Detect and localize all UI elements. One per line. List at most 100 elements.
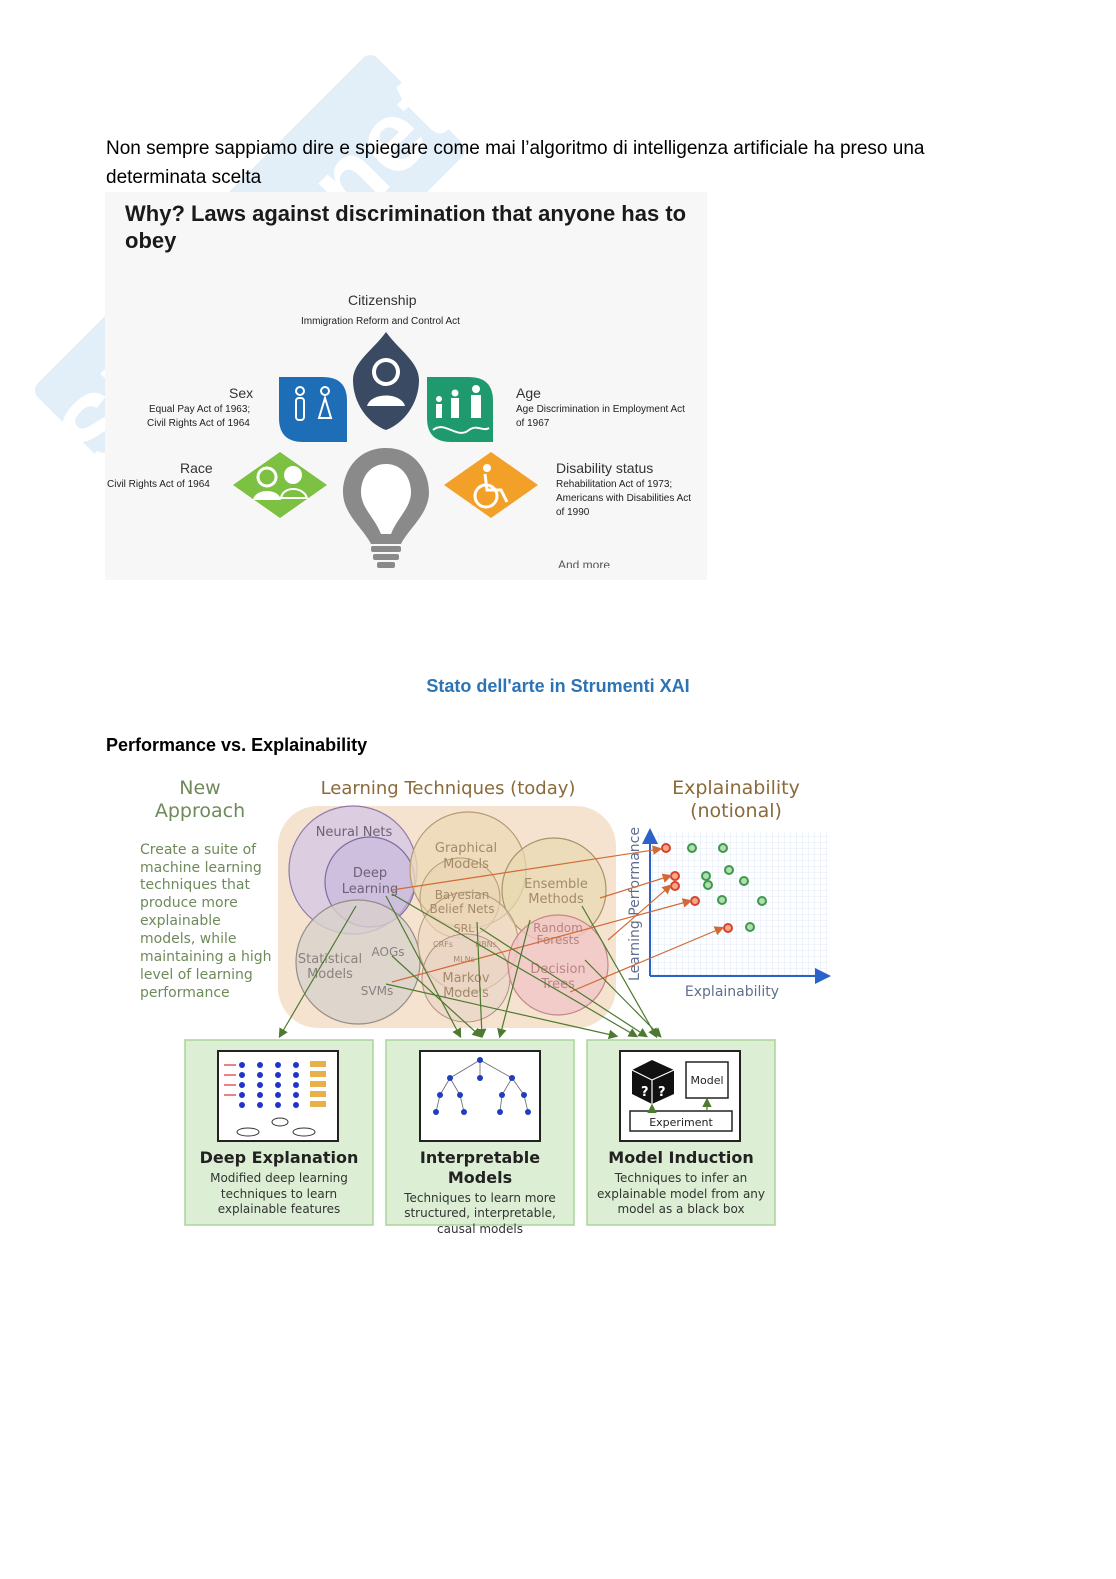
concept-nodes — [236, 1117, 316, 1137]
new-approach-line: explainable — [140, 913, 221, 929]
race-law: Civil Rights Act of 1964 — [107, 479, 210, 490]
output-bars — [310, 1061, 326, 1107]
crfs-label: CRFs — [433, 940, 453, 949]
deep-learning-label: Deep — [353, 866, 387, 881]
model-induction-line: explainable model from any — [597, 1187, 765, 1201]
explainability-title-1: Explainability — [672, 777, 800, 799]
decision-trees-label: Trees — [540, 977, 575, 992]
sex-icon — [279, 377, 347, 442]
sex-label: Sex — [229, 385, 254, 401]
deep-explanation-title: Deep Explanation — [200, 1148, 359, 1167]
deep-explanation-line: techniques to learn — [221, 1187, 337, 1201]
markov-models-label: Models — [443, 986, 489, 1001]
intro-paragraph: Non sempre sappiamo dire e spiegare come… — [106, 138, 925, 188]
learning-techniques-title: Learning Techniques (today) — [321, 778, 576, 799]
race-label: Race — [180, 460, 213, 476]
srl-label: SRL — [454, 922, 476, 935]
age-label: Age — [516, 385, 541, 401]
random-forests-label: Random — [533, 921, 583, 935]
chart-point-orange — [661, 843, 671, 853]
venn-to-box-arrows — [278, 893, 662, 1040]
statistical-models-label: Statistical — [298, 952, 362, 967]
decision-trees-circle — [507, 914, 609, 1016]
experiment-node — [629, 1110, 733, 1132]
interpretable-models-title: Models — [448, 1168, 512, 1187]
bayesian-belief-nets-label: Bayesian — [435, 888, 490, 902]
section-title: Stato dell'arte in Strumenti XAI — [426, 676, 690, 696]
experiment-node-label: Experiment — [649, 1116, 713, 1129]
venn-to-chart-arrows — [391, 845, 725, 993]
ensemble-methods-label: Ensemble — [524, 877, 588, 892]
svg-text:?: ? — [641, 1085, 649, 1100]
disability-icon — [444, 452, 538, 518]
ensemble-methods-label: Methods — [528, 892, 584, 907]
new-approach-line: produce more — [140, 895, 238, 911]
law-icons — [233, 332, 538, 568]
chart-point-green — [703, 880, 713, 890]
race-icon — [233, 452, 327, 518]
aogs-label: AOGs — [372, 945, 405, 959]
age-law-2: of 1967 — [516, 418, 550, 429]
y-axis-label: Learning Performance — [627, 827, 643, 981]
input-arrows — [224, 1064, 236, 1096]
new-approach-line: level of learning — [140, 967, 253, 983]
neural-network-icon — [239, 1062, 299, 1108]
new-approach-line: Create a suite of — [140, 842, 257, 858]
decision-trees-label: Decision — [530, 962, 585, 977]
graphical-models-label: Models — [443, 857, 489, 872]
new-approach-line: models, while — [140, 931, 237, 947]
random-forests-label: Forests — [536, 933, 579, 947]
age-icon — [427, 377, 493, 442]
performance-explainability-figure: New Approach Create a suite of machine l… — [140, 777, 831, 1235]
statistical-models-label: Models — [307, 967, 353, 982]
lightbulb-icon — [343, 448, 429, 568]
interpretable-models-line: causal models — [437, 1222, 523, 1235]
black-box-icon: ? ? — [631, 1060, 675, 1104]
chart-point-orange — [670, 881, 680, 891]
new-approach-line: techniques that — [140, 877, 250, 893]
bayesian-belief-nets-label: Belief Nets — [429, 902, 494, 916]
chart-point-green — [717, 895, 727, 905]
disability-law-1: Rehabilitation Act of 1973; — [556, 479, 673, 490]
interpretable-models-line: structured, interpretable, — [404, 1206, 556, 1220]
model-induction-title: Model Induction — [608, 1148, 753, 1167]
model-induction-line: model as a black box — [617, 1202, 744, 1216]
induction-arrows — [647, 1097, 712, 1114]
chart-point-orange — [723, 923, 733, 933]
chart-point-green — [687, 843, 697, 853]
deep-learning-label: Learning — [342, 882, 398, 897]
chart-point-green — [718, 843, 728, 853]
interpretable-models-title: Interpretable — [420, 1148, 540, 1167]
new-approach-line: performance — [140, 985, 230, 1001]
chart-point-orange — [690, 896, 700, 906]
chart-point-green — [745, 922, 755, 932]
tree-nodes — [433, 1057, 531, 1115]
chart-point-green — [739, 876, 749, 886]
age-law-1: Age Discrimination in Employment Act — [516, 404, 685, 415]
chart-point-orange — [670, 871, 680, 881]
interpretable-models-line: Techniques to learn more — [403, 1191, 556, 1205]
new-approach-line: maintaining a high — [140, 949, 271, 965]
graphical-models-label: Graphical — [435, 841, 497, 856]
hbns-label: HBNs — [475, 940, 497, 949]
chart-point-green — [757, 896, 767, 906]
model-node — [685, 1061, 729, 1099]
sex-law-2: Civil Rights Act of 1964 — [147, 418, 250, 429]
citizenship-label: Citizenship — [348, 292, 417, 308]
chart-point-green — [724, 865, 734, 875]
subsection-title: Performance vs. Explainability — [106, 735, 368, 755]
statistical-models-circle — [295, 899, 421, 1025]
svms-label: SVMs — [361, 984, 393, 998]
explainability-title-2: (notional) — [690, 800, 782, 822]
markov-models-label: Markov — [442, 971, 490, 986]
new-approach-title-1: New — [179, 777, 220, 799]
model-node-label: Model — [690, 1074, 723, 1087]
x-axis-label: Explainability — [685, 984, 779, 1000]
new-approach-line: machine learning — [140, 860, 262, 876]
new-approach-title-2: Approach — [155, 800, 245, 822]
model-induction-line: Techniques to infer an — [614, 1171, 748, 1185]
deep-explanation-line: explainable features — [218, 1202, 341, 1216]
disability-law-2: Americans with Disabilities Act — [556, 493, 692, 504]
disability-law-3: of 1990 — [556, 507, 590, 518]
disability-label: Disability status — [556, 460, 654, 476]
